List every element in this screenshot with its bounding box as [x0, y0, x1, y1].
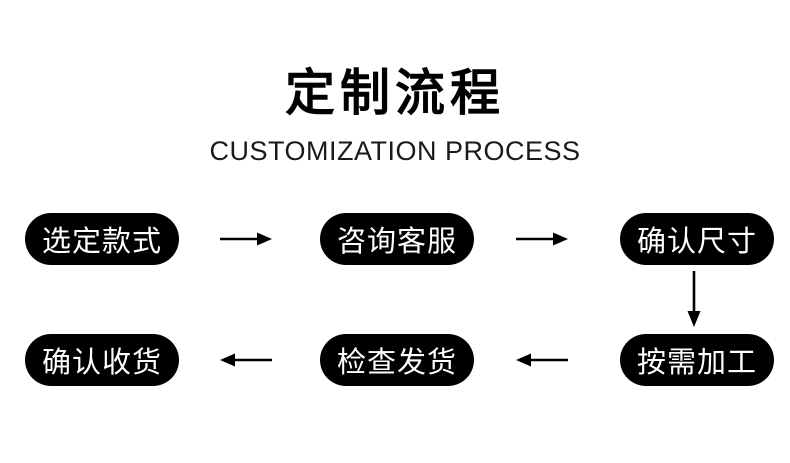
step-confirm-receipt: 确认收货 [25, 334, 179, 386]
step-process-on-demand: 按需加工 [620, 334, 774, 386]
arrow-right-icon [516, 230, 568, 253]
step-label: 咨询客服 [336, 226, 457, 258]
step-label: 确认收货 [41, 347, 162, 379]
step-label: 确认尺寸 [636, 226, 757, 258]
step-label: 按需加工 [636, 347, 757, 379]
page-subtitle: CUSTOMIZATION PROCESS [209, 136, 581, 166]
step-consult-service: 咨询客服 [320, 213, 474, 265]
step-confirm-size: 确认尺寸 [620, 213, 774, 265]
arrow-left-icon [220, 351, 272, 374]
arrow-down-icon [685, 271, 703, 332]
step-select-style: 选定款式 [25, 213, 179, 265]
step-label: 选定款式 [41, 226, 162, 258]
arrow-left-icon [516, 351, 568, 374]
step-label: 检查发货 [336, 347, 457, 379]
step-check-shipment: 检查发货 [320, 334, 474, 386]
page-title: 定制流程 [285, 65, 505, 121]
arrow-right-icon [220, 230, 272, 253]
